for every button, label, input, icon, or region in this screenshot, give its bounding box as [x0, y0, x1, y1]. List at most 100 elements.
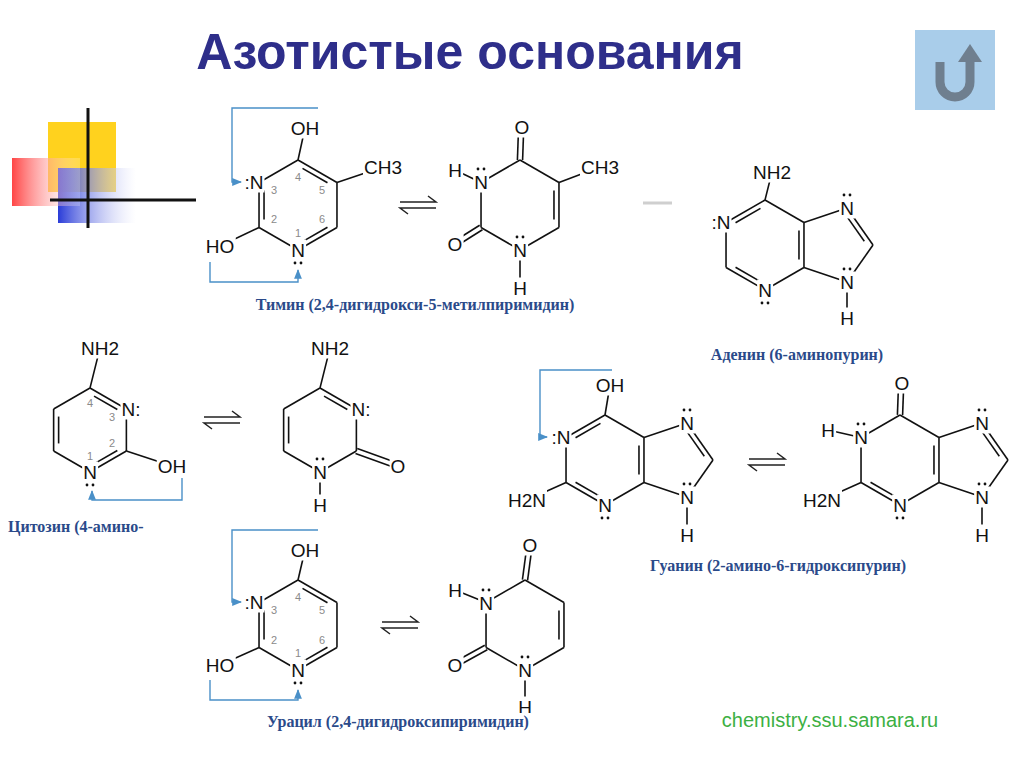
ring-bond — [54, 388, 90, 409]
atom-label: OH — [157, 456, 188, 477]
ring-number: 2 — [271, 214, 277, 225]
double-bond-line — [303, 588, 328, 602]
atom-label: H — [679, 525, 695, 546]
atom-label: N — [679, 413, 695, 434]
icon-ground — [915, 30, 995, 110]
lone-pair-dot — [522, 236, 525, 239]
double-bond-line — [324, 396, 347, 409]
atom-label: H — [312, 495, 328, 516]
ring-number: 4 — [87, 398, 93, 409]
atom-label: N — [974, 487, 990, 508]
atom-label: H — [447, 160, 463, 181]
lone-pair-dot — [516, 236, 519, 239]
ring-bond — [336, 603, 338, 648]
equilibrium-arrow — [749, 453, 785, 459]
ring-bond — [900, 415, 939, 438]
double-bond-line — [303, 227, 328, 241]
atom-label: N — [757, 280, 773, 301]
double-bond-line — [94, 396, 117, 409]
atom-label: N — [312, 462, 328, 483]
u-turn-head — [958, 44, 982, 62]
double-bond-line — [553, 191, 555, 220]
lone-pair-dot — [683, 409, 686, 412]
atom-label: O — [390, 456, 407, 477]
double-bond-line — [736, 208, 761, 222]
ring-bond — [765, 200, 804, 223]
atom-label: N: — [351, 399, 372, 420]
atom-label: O — [514, 117, 531, 138]
ring-number: 6 — [319, 635, 325, 646]
atom-label: O — [447, 655, 464, 676]
lone-pair-dot — [849, 194, 852, 197]
double-bond-line — [303, 647, 328, 661]
lone-pair-dot — [863, 423, 866, 426]
equilibrium-arrow — [204, 423, 240, 429]
ring-number: 5 — [319, 185, 325, 196]
double-bond-line — [263, 191, 265, 220]
atom-label: N — [290, 240, 306, 261]
atom-label: O — [894, 373, 911, 394]
decor-line — [50, 199, 196, 202]
tautomer-bracket — [210, 680, 298, 700]
atom-label: N — [853, 427, 869, 448]
ring-number: 2 — [109, 438, 115, 449]
atom-label: HO — [205, 655, 236, 676]
ring-bond — [605, 415, 644, 438]
atom-label: NH2 — [752, 162, 792, 183]
ring-bond — [566, 415, 605, 438]
lone-pair-dot — [843, 194, 846, 197]
atom-label: N — [478, 593, 494, 614]
double-bond-line — [983, 433, 1000, 457]
equilibrium-arrow — [204, 411, 240, 417]
atom-label: N — [473, 172, 489, 193]
equilibrium-arrow — [400, 196, 436, 202]
ring-bond — [525, 580, 564, 603]
lone-pair-dot — [488, 589, 491, 592]
tautomer-bracket — [92, 478, 182, 500]
lone-pair-dot — [896, 517, 899, 520]
lone-pair-dot — [477, 168, 480, 171]
lone-pair-dot — [978, 483, 981, 486]
lone-pair-dot — [300, 262, 303, 265]
lone-pair-dot — [294, 262, 297, 265]
lone-pair-dot — [689, 409, 692, 412]
lone-pair-dot — [527, 656, 530, 659]
atom-label: NH2 — [310, 338, 350, 359]
ring-number: 4 — [295, 592, 301, 603]
lone-pair-dot — [92, 484, 95, 487]
double-bond-line — [459, 650, 487, 666]
ring-bond — [298, 580, 337, 603]
lone-pair-dot — [902, 517, 905, 520]
equilibrium-arrow — [382, 616, 418, 622]
ring-number: 2 — [271, 635, 277, 646]
lone-pair-dot — [857, 423, 860, 426]
atom-label: N — [679, 487, 695, 508]
atom-label: NH2 — [80, 338, 120, 359]
ring-bond — [726, 200, 765, 223]
atom-label: N — [512, 240, 528, 261]
atom-label: :N — [244, 592, 265, 613]
lone-pair-dot — [294, 682, 297, 685]
grey-dash — [643, 202, 672, 205]
lone-pair-dot — [978, 409, 981, 412]
ring-bond — [283, 409, 285, 451]
atom-label: H — [974, 525, 990, 546]
slide-title: Азотистые основания — [196, 27, 743, 77]
atom-label: :N — [244, 172, 265, 193]
double-bond-line — [688, 433, 705, 457]
ring-bond — [53, 409, 55, 451]
lone-pair-dot — [482, 589, 485, 592]
atom-label: H2N — [802, 490, 842, 511]
lone-pair-dot — [322, 458, 325, 461]
lone-pair-dot — [521, 656, 524, 659]
atom-label: N: — [121, 399, 142, 420]
lone-pair-dot — [761, 302, 764, 305]
lone-pair-dot — [843, 268, 846, 271]
u-turn-arrow — [940, 58, 970, 97]
atom-label: CH3 — [580, 157, 620, 178]
compound-caption: Цитозин (4-амино- — [6, 518, 146, 536]
atom-label: :N — [551, 427, 572, 448]
double-bond-line — [638, 446, 640, 475]
ring-bond — [284, 388, 320, 409]
